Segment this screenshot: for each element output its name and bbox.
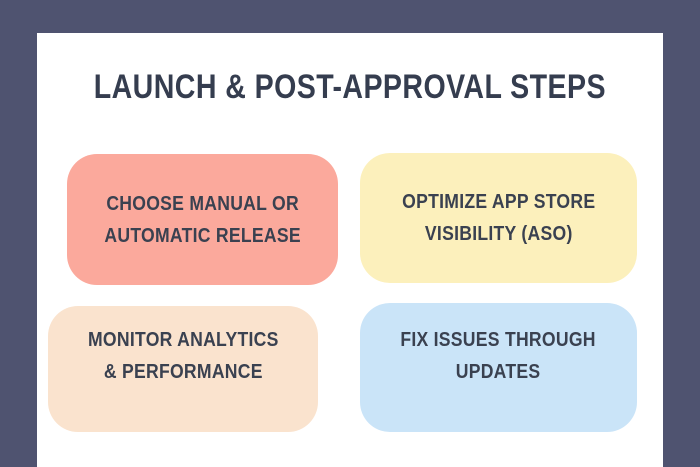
page-title: LAUNCH & POST-APPROVAL STEPS xyxy=(37,70,663,104)
card-label: CHOOSE MANUAL OR AUTOMATIC RELEASE xyxy=(104,188,300,252)
page-title-text: LAUNCH & POST-APPROVAL STEPS xyxy=(93,68,607,106)
card-fix-issues: FIX ISSUES THROUGH UPDATES xyxy=(360,303,637,432)
card-choose-release: CHOOSE MANUAL OR AUTOMATIC RELEASE xyxy=(67,154,338,285)
card-label: OPTIMIZE APP STORE VISIBILITY (ASO) xyxy=(402,186,595,250)
card-label-line: VISIBILITY (ASO) xyxy=(424,223,573,245)
card-label-line: & PERFORMANCE xyxy=(103,361,263,383)
card-label: FIX ISSUES THROUGH UPDATES xyxy=(401,324,596,388)
card-monitor-analytics: MONITOR ANALYTICS & PERFORMANCE xyxy=(48,306,318,432)
card-label-line: CHOOSE MANUAL OR xyxy=(106,192,299,215)
card-label: MONITOR ANALYTICS & PERFORMANCE xyxy=(88,324,279,388)
card-label-line: UPDATES xyxy=(456,361,541,383)
card-optimize-aso: OPTIMIZE APP STORE VISIBILITY (ASO) xyxy=(360,153,637,283)
card-label-line: OPTIMIZE APP STORE xyxy=(401,191,596,213)
card-label-line: MONITOR ANALYTICS xyxy=(87,329,279,351)
card-label-line: AUTOMATIC RELEASE xyxy=(104,224,301,247)
card-label-line: FIX ISSUES THROUGH xyxy=(400,329,597,351)
